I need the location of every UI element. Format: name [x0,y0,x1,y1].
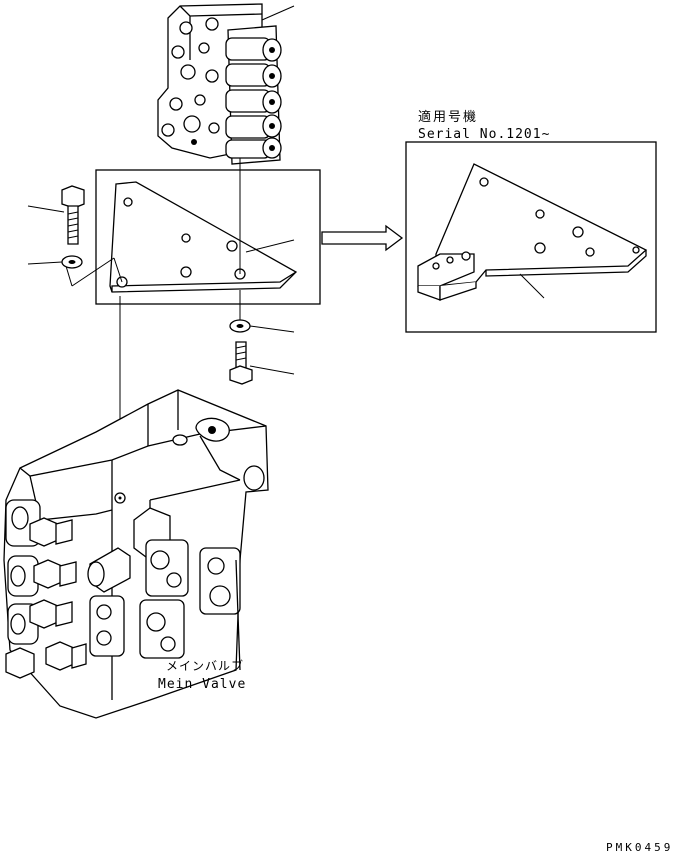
valve-ports [161,17,220,145]
bolt-left [27,185,85,245]
bolt-right [229,341,295,385]
serial-note-en: Serial No.1201~ [418,127,550,142]
main-valve-label-jp: メインバルブ [166,658,244,673]
washer-left [27,255,83,269]
solenoid-valve-illustration [157,3,295,165]
washer-right [229,319,295,333]
main-valve-label-en: Mein Valve [158,677,246,692]
change-arrow [321,224,404,252]
drawing-code: PMK0459 [606,841,673,854]
new-bracket-detail-box [405,141,657,333]
serial-note-jp: 適用号機 [418,109,478,125]
solenoid-coils [225,37,282,159]
bracket-detail-box [95,169,321,305]
hex-fittings [5,517,87,679]
main-valve-illustration [3,389,269,719]
